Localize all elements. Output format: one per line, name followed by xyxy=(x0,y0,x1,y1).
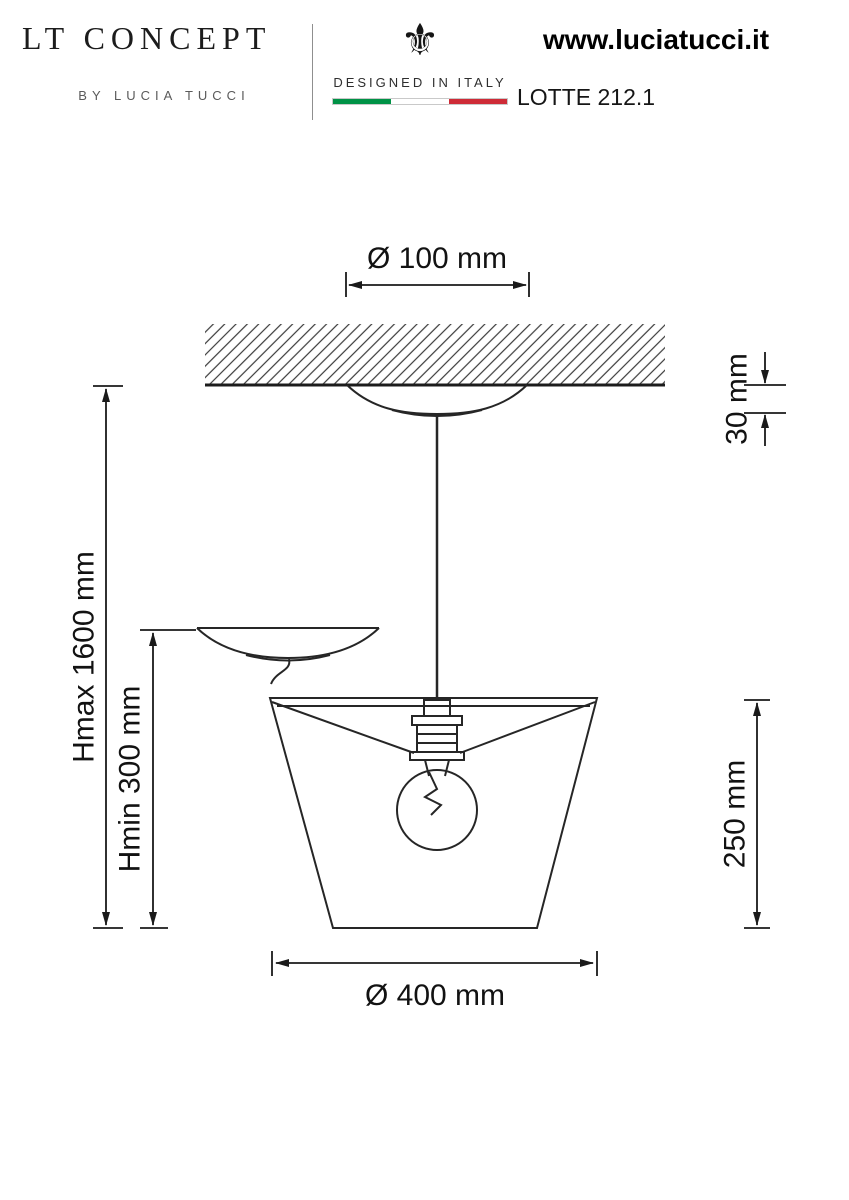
canopy-dome xyxy=(346,384,528,416)
raised-canopy xyxy=(196,627,380,685)
dim-shade-height: 250 mm xyxy=(719,699,770,929)
model-number: LOTTE 212.1 xyxy=(517,84,656,110)
flag-red-stripe xyxy=(449,99,507,104)
dim-height-min-label: Hmin 300 mm xyxy=(114,686,147,873)
brand-title: LT CONCEPT xyxy=(22,20,272,56)
dim-height-min: Hmin 300 mm xyxy=(114,629,196,929)
shade-inner-left xyxy=(271,701,415,754)
socket-body xyxy=(416,724,458,753)
dim-shade-diameter: Ø 400 mm xyxy=(271,951,598,1012)
raised-canopy-dome xyxy=(196,627,380,660)
dim-canopy-diameter-label: Ø 100 mm xyxy=(367,242,507,275)
lamp-socket xyxy=(409,699,465,777)
website-url: www.luciatucci.it xyxy=(543,24,770,55)
raised-canopy-cord-hook xyxy=(270,658,291,685)
shade-inner-right xyxy=(459,701,596,754)
shade-outline xyxy=(268,697,599,929)
dim-canopy-height-label: 30 mm xyxy=(721,353,754,445)
ceiling-canopy xyxy=(346,384,528,417)
bulb-neck-left xyxy=(424,759,430,777)
italy-flag xyxy=(332,98,508,105)
dim-height-max-label: Hmax 1600 mm xyxy=(68,551,101,763)
flag-white-stripe xyxy=(391,99,449,104)
brand-subtitle: BY LUCIA TUCCI xyxy=(78,88,250,103)
flag-green-stripe xyxy=(333,99,391,104)
dim-canopy-diameter: Ø 100 mm xyxy=(345,242,530,297)
header-divider xyxy=(312,24,313,120)
dim-height-max: Hmax 1600 mm xyxy=(68,385,123,929)
fleur-de-lis-icon: ⚜ xyxy=(400,16,440,65)
ceiling-hatch xyxy=(205,324,665,384)
ceiling xyxy=(205,324,665,387)
socket-nut xyxy=(411,715,463,726)
light-bulb xyxy=(396,769,478,851)
socket-cap xyxy=(423,699,451,717)
dim-shade-height-label: 250 mm xyxy=(719,760,752,868)
designed-in-italy-block: ⚜ DESIGNED IN ITALY xyxy=(330,12,510,105)
lamp-shade xyxy=(268,697,599,929)
dim-canopy-height: 30 mm xyxy=(721,352,786,446)
dim-shade-diameter-label: Ø 400 mm xyxy=(365,979,505,1012)
raised-canopy-inner-dish xyxy=(245,654,331,662)
socket-collar xyxy=(409,751,465,761)
bulb-filament xyxy=(423,771,443,816)
designed-in-italy-label: DESIGNED IN ITALY xyxy=(333,75,507,90)
bulb-neck-right xyxy=(444,759,450,777)
bulb-glass xyxy=(396,769,478,851)
